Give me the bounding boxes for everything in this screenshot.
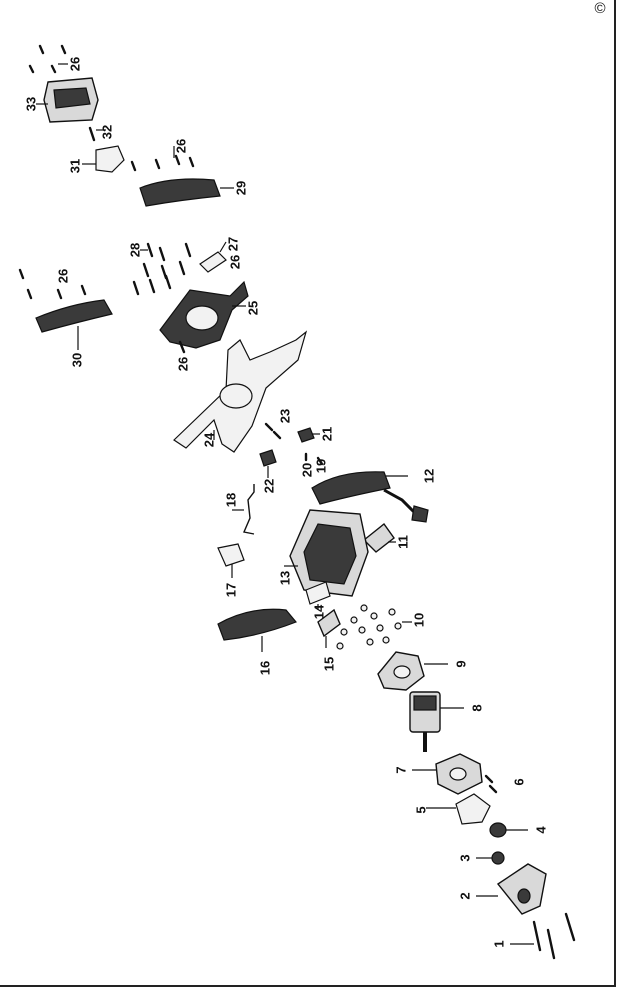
part-label-p16: 16	[257, 661, 272, 675]
part-label-p32: 32	[99, 125, 114, 139]
part-8-armature	[409, 691, 464, 752]
part-label-p6: 6	[511, 778, 526, 785]
part-19-20-pins	[304, 452, 324, 466]
part-10-nuts	[336, 604, 412, 650]
part-label-p26b: 26	[173, 139, 188, 153]
copyright-icon: ©	[594, 0, 606, 17]
part-label-p8: 8	[469, 704, 484, 711]
part-label-p19: 19	[313, 459, 328, 473]
part-label-p31: 31	[67, 159, 82, 173]
part-3-spindle-gear	[476, 851, 505, 865]
part-29-handle-half	[130, 146, 234, 207]
part-label-p33: 33	[23, 97, 38, 111]
screws-26-top	[28, 44, 68, 74]
part-30-handle-half	[18, 268, 113, 350]
part-2-gear-head	[476, 863, 547, 915]
part-label-p3: 3	[457, 854, 472, 861]
part-label-p26c: 26	[227, 255, 242, 269]
part-label-p18: 18	[223, 493, 238, 507]
part-label-p10: 10	[411, 613, 426, 627]
part-28-screw-set	[132, 242, 192, 296]
part-label-p26e: 26	[175, 357, 190, 371]
part-label-p1: 1	[491, 940, 506, 947]
part-12-cord-handle	[311, 471, 429, 523]
part-label-p4: 4	[533, 826, 548, 834]
part-label-p30: 30	[69, 353, 84, 367]
part-label-p20: 20	[299, 463, 314, 477]
part-27-label-plate	[199, 241, 227, 273]
part-label-p15: 15	[321, 657, 336, 671]
part-25-frame	[159, 280, 249, 354]
part-label-p22: 22	[261, 479, 276, 493]
part-31-bracket	[82, 126, 125, 173]
part-label-p9: 9	[453, 660, 468, 667]
part-4-bearing	[489, 822, 528, 838]
part-22-switch-block	[259, 449, 277, 478]
part-label-p25: 25	[245, 301, 260, 315]
part-label-p7: 7	[393, 766, 408, 773]
part-label-p26a: 26	[67, 57, 82, 71]
part-label-p2: 2	[457, 892, 472, 899]
part-label-p17: 17	[223, 583, 238, 597]
part-18-cable	[232, 484, 255, 535]
part-24-base-frame	[173, 330, 308, 453]
part-label-p12: 12	[421, 469, 436, 483]
part-label-p28: 28	[127, 243, 142, 257]
part-15-clip	[317, 608, 341, 648]
part-5-gasket	[426, 793, 491, 825]
part-label-p14: 14	[311, 604, 326, 619]
part-label-p24: 24	[201, 432, 216, 447]
part-label-p29: 29	[233, 181, 248, 195]
part-16-rear-handle	[217, 608, 297, 652]
part-13-motor-housing	[284, 509, 369, 597]
part-11-cover	[362, 522, 396, 553]
part-label-p5: 5	[413, 806, 428, 813]
part-17-brush-holder	[217, 543, 245, 578]
part-33-end-cap	[36, 77, 99, 123]
part-label-p21: 21	[319, 427, 334, 441]
part-label-p26d: 26	[55, 269, 70, 283]
part-1-screws	[510, 912, 576, 960]
part-label-p23: 23	[277, 409, 292, 423]
part-14-plate	[305, 581, 331, 610]
part-6-pins	[484, 774, 498, 794]
part-9-bearing-plate	[377, 651, 448, 691]
part-label-p11: 11	[395, 535, 410, 549]
part-7-gear-plate	[412, 753, 483, 795]
part-label-p27: 27	[225, 237, 240, 251]
part-label-p13: 13	[277, 571, 292, 585]
part-21-switch	[297, 427, 320, 443]
part-23-spring	[264, 422, 282, 440]
